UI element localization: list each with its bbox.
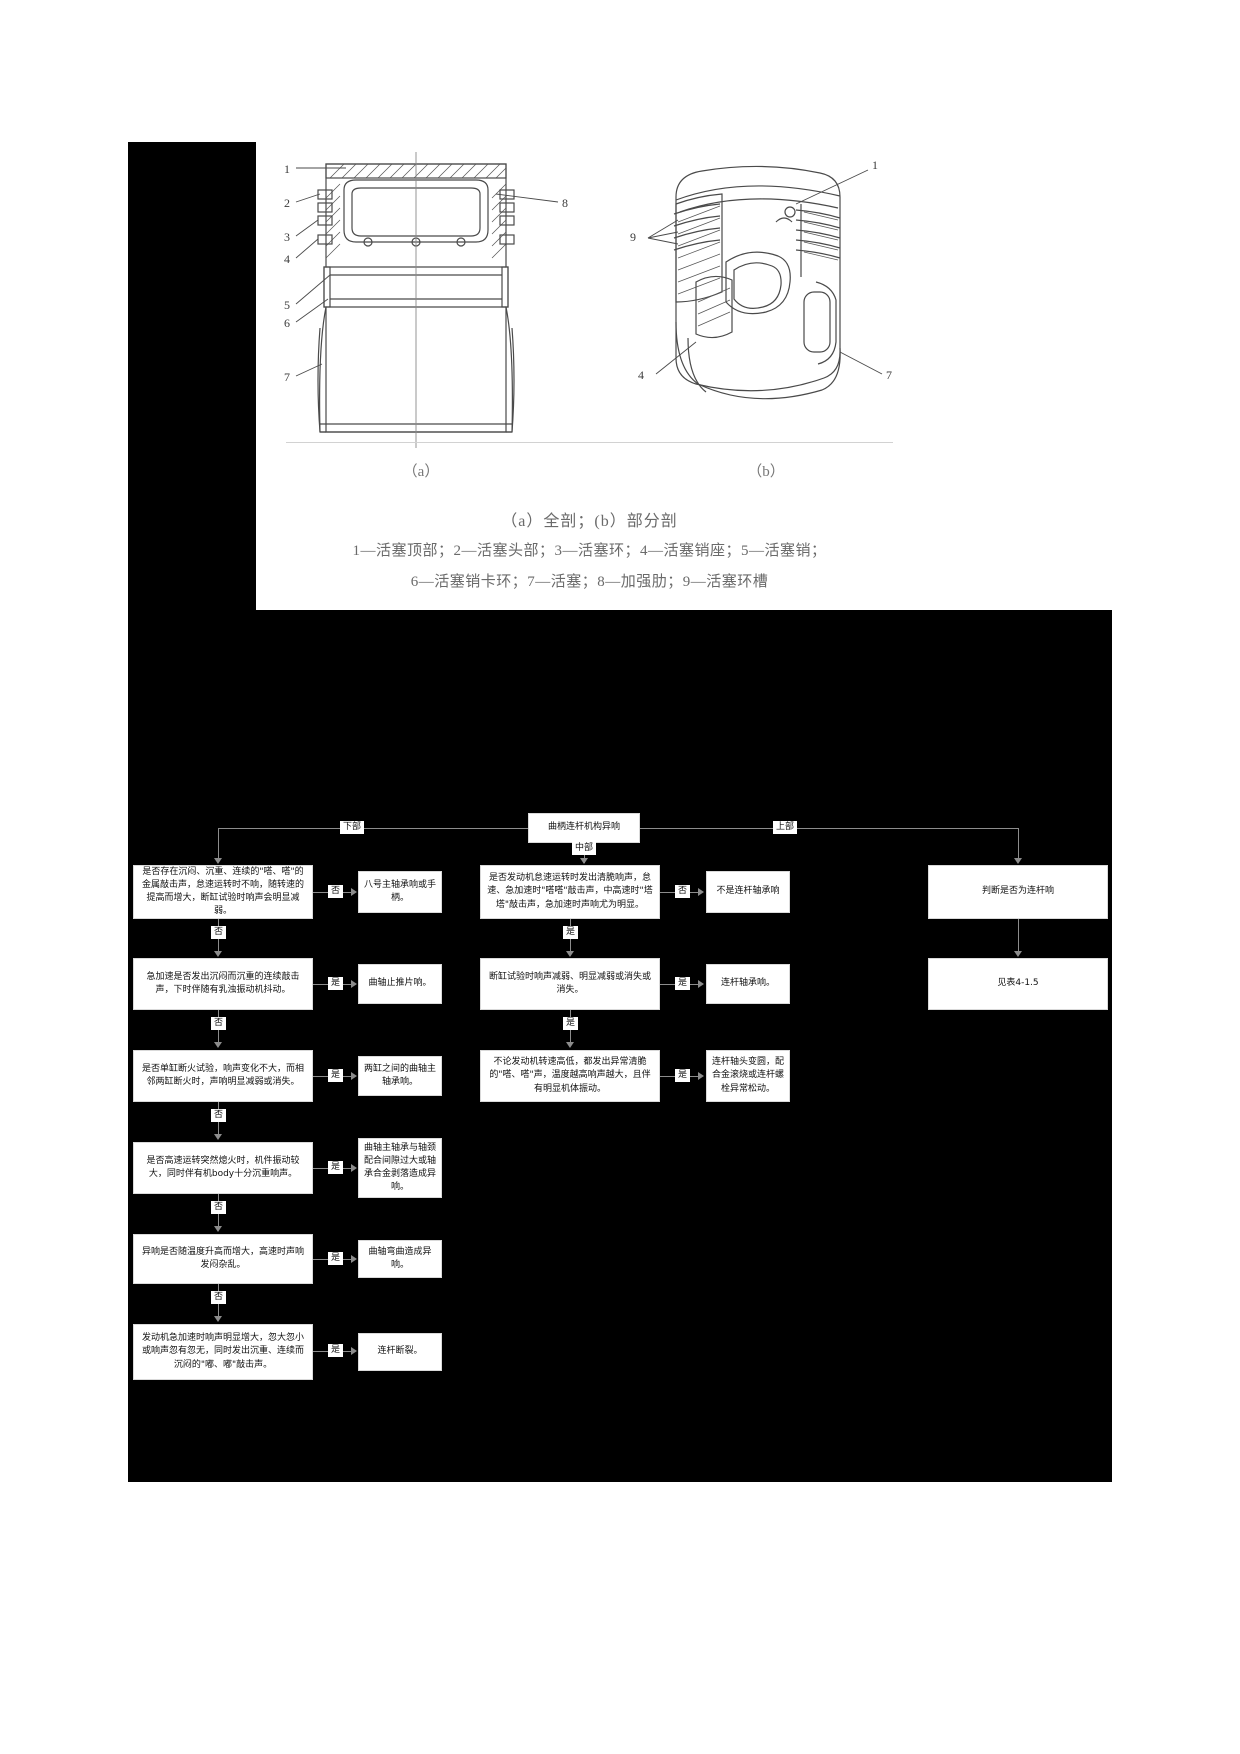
- leader-a-3: 3: [284, 230, 290, 244]
- flow-edge-label-l3: 是: [328, 1069, 344, 1082]
- leader-b-1: 1: [872, 158, 878, 172]
- leader-a-2: 2: [284, 196, 290, 210]
- arrow-right-icon: [351, 1347, 357, 1355]
- flow-question-l6: 发动机急加速时响声明显增大，忽大忽小或响声忽有忽无，同时发出沉重、连续而沉闷的"…: [133, 1324, 313, 1380]
- leader-b-4: 4: [638, 368, 644, 382]
- arrow-down-icon: [214, 951, 222, 957]
- flow-result-m1: 不是连杆轴承响: [706, 871, 790, 913]
- flow-branch-left-drop: [218, 828, 219, 862]
- flow-edge-label-no-3: 否: [211, 1109, 227, 1122]
- flow-question-l4: 是否高速运转突然熄火时，机件振动较大，同时伴有机body十分沉重响声。: [133, 1142, 313, 1194]
- flow-edge-label-no-2: 否: [211, 1017, 227, 1030]
- arrow-down-icon: [214, 1042, 222, 1048]
- arrow-right-icon: [351, 980, 357, 988]
- figure-caption-main: （a）全剖；(b）部分剖: [501, 513, 678, 530]
- flow-question-l3: 是否单缸断火试验，响声变化不大，而相邻两缸断火时，声响明显减弱或消失。: [133, 1050, 313, 1102]
- arrow-down-icon: [214, 1226, 222, 1232]
- arrow-down-icon: [566, 951, 574, 957]
- flow-result-l5: 曲轴弯曲造成异响。: [358, 1240, 442, 1278]
- flow-result-l6: 连杆断裂。: [358, 1333, 442, 1371]
- flow-question-l2: 急加速是否发出沉闷而沉重的连续敲击声，下时伴随有乳浊振动机抖动。: [133, 958, 313, 1010]
- flow-edge-label-m1: 否: [675, 885, 691, 898]
- piston-figure-panel: 1 2 3 4 5 6 7 8: [256, 142, 923, 610]
- flow-result-m3: 连杆轴头变圆，配合金滚烧或连杆螺栓异常松动。: [706, 1050, 790, 1102]
- flow-edge-label-l1: 否: [328, 885, 344, 898]
- leader-b-7: 7: [886, 368, 892, 382]
- flow-label-middle: 中部: [572, 842, 597, 855]
- flow-edge-label-yes-m2: 是: [563, 1017, 579, 1030]
- flow-result-r1: 见表4-1.5: [928, 958, 1108, 1010]
- flow-question-l1: 是否存在沉闷、沉重、连续的"嗒、嗒"的金属敲击声，怠速运转时不响，随转速的提高而…: [133, 865, 313, 919]
- arrow-down-icon: [214, 1316, 222, 1322]
- arrow-right-icon: [351, 1164, 357, 1172]
- flow-question-m3: 不论发动机转速高低，都发出异常清脆的"嗒、嗒"声，温度越高响声越大，且伴有明显机…: [480, 1050, 660, 1102]
- flow-question-r1: 判断是否为连杆响: [928, 865, 1108, 919]
- arrow-right-icon: [698, 1072, 704, 1080]
- flow-result-l4: 曲轴主轴承与轴颈配合间隙过大或轴承合金剥落造成异响。: [358, 1138, 442, 1198]
- flow-edge-label-m3: 是: [675, 1069, 691, 1082]
- leader-a-7: 7: [284, 370, 290, 384]
- leader-a-8: 8: [562, 196, 568, 210]
- flow-question-m2: 断缸试验时响声减弱、明显减弱或消失或消失。: [480, 958, 660, 1010]
- leader-b-9: 9: [630, 230, 636, 244]
- arrow-right-icon: [351, 1072, 357, 1080]
- leader-a-6: 6: [284, 316, 290, 330]
- arrow-right-icon: [351, 1255, 357, 1263]
- flow-question-m1: 是否发动机怠速运转时发出清脆响声，怠速、急加速时"嗒嗒"敲击声，中高速时"塔塔"…: [480, 865, 660, 919]
- arrow-down-icon: [580, 858, 588, 864]
- flow-label-lower: 下部: [340, 821, 365, 834]
- arrow-right-icon: [698, 888, 704, 896]
- flow-edge-label-l5: 是: [328, 1252, 344, 1265]
- flow-result-l1: 八号主轴承响或手柄。: [358, 871, 442, 913]
- flow-edge-label-yes-m1: 是: [563, 926, 579, 939]
- leader-a-4: 4: [284, 252, 290, 266]
- arrow-down-icon: [1014, 858, 1022, 864]
- diagnosis-flowchart: 下部 曲柄连杆机构异响 上部 中部 是否存在沉闷、沉重、连续的"嗒、嗒"的金属敲…: [128, 610, 1112, 1482]
- flow-edge-label-l4: 是: [328, 1161, 344, 1174]
- flow-result-l3: 两缸之间的曲轴主轴承响。: [358, 1056, 442, 1096]
- flow-branch-right-drop: [1018, 828, 1019, 862]
- flow-edge-label-no-4: 否: [211, 1201, 227, 1214]
- flow-edge-label-m2: 是: [675, 977, 691, 990]
- arrow-down-icon: [1014, 951, 1022, 957]
- flow-edge-label-l2: 是: [328, 977, 344, 990]
- flow-edge-label-no-1: 否: [211, 926, 227, 939]
- figure-legend-line-2: 6—活塞销卡环；7—活塞；8—加强肋；9—活塞环槽: [410, 574, 769, 590]
- leader-a-5: 5: [284, 298, 290, 312]
- flow-root-title: 曲柄连杆机构异响: [528, 813, 640, 843]
- subfigure-label-b: （b）: [747, 464, 785, 480]
- figure-baseline: [286, 442, 893, 443]
- arrow-down-icon: [214, 858, 222, 864]
- flow-label-upper: 上部: [773, 821, 798, 834]
- figure-legend-line-1: 1—活塞顶部；2—活塞头部；3—活塞环；4—活塞销座；5—活塞销；: [352, 543, 827, 559]
- flow-connector: [1018, 919, 1019, 955]
- arrow-right-icon: [351, 888, 357, 896]
- arrow-down-icon: [566, 1042, 574, 1048]
- arrow-right-icon: [698, 980, 704, 988]
- piston-technical-drawing: [317, 152, 841, 448]
- leader-a-1: 1: [284, 162, 290, 176]
- flow-question-l5: 异响是否随温度升高而增大，高速时声响发闷杂乱。: [133, 1234, 313, 1284]
- flow-edge-label-no-5: 否: [211, 1291, 227, 1304]
- subfigure-label-a: （a）: [402, 464, 440, 480]
- flow-result-l2: 曲轴止推片响。: [358, 964, 442, 1004]
- flow-edge-label-l6: 是: [328, 1344, 344, 1357]
- flow-result-m2: 连杆轴承响。: [706, 964, 790, 1004]
- arrow-down-icon: [214, 1134, 222, 1140]
